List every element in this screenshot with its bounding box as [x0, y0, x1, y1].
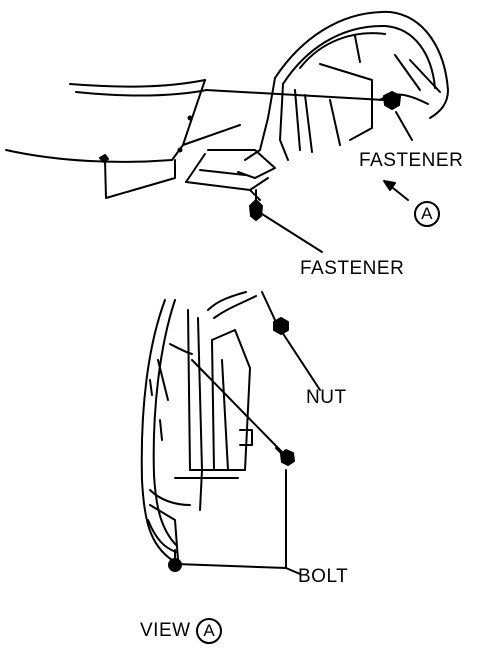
view-direction-arrow-icon — [383, 180, 409, 201]
nut-and-bolt-leader-lines — [175, 291, 321, 575]
bolt-label: BOLT — [298, 566, 349, 587]
wheel-well-liner — [185, 10, 449, 201]
view-caption-circle: A — [196, 618, 223, 644]
fastener-label-right: FASTENER — [359, 150, 464, 171]
fastener-label-bottom: FASTENER — [300, 258, 405, 279]
view-caption: VIEW A — [140, 618, 223, 644]
view-a-marker: A — [414, 201, 440, 227]
bolt-icon — [168, 549, 182, 572]
fastener-icon — [249, 199, 263, 221]
view-caption-text: VIEW — [140, 620, 191, 641]
liner-detail-view — [140, 291, 257, 561]
fastener-leader-lines-top — [205, 89, 413, 253]
bolt-icon — [275, 447, 295, 466]
nut-label: NUT — [306, 387, 347, 408]
nut-icon — [273, 317, 289, 335]
fender-panel — [5, 79, 241, 199]
view-a-circle: A — [414, 201, 440, 227]
fastener-icon — [383, 91, 401, 110]
